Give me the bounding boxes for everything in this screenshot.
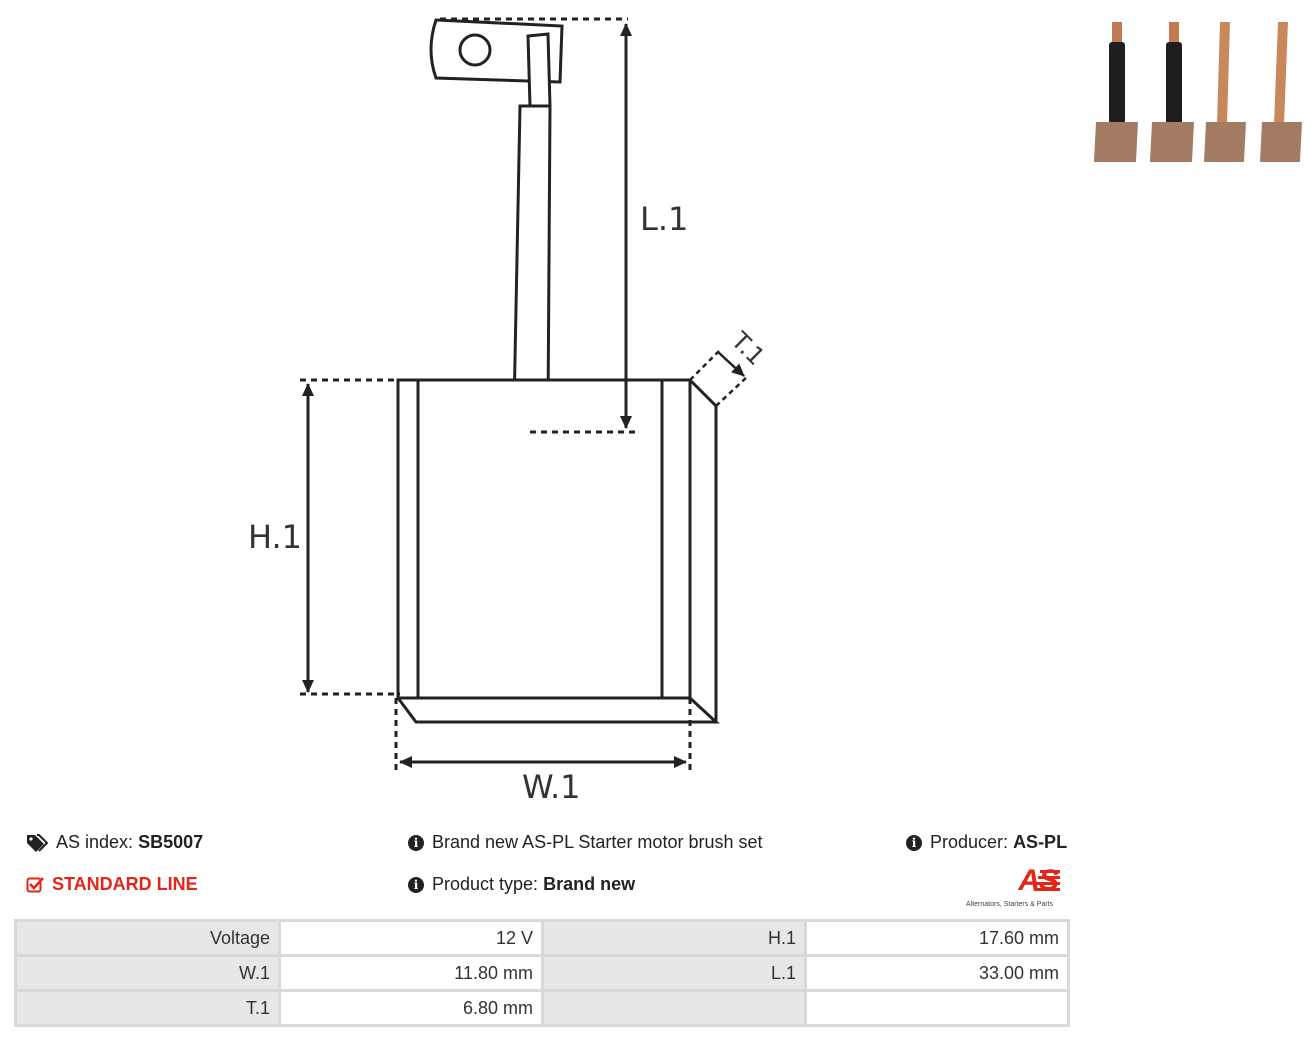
brush-2 [1150, 22, 1194, 162]
type-value: Brand new [543, 874, 636, 894]
spec-value [804, 989, 1070, 1027]
tags-icon [27, 833, 48, 852]
brush-3 [1204, 22, 1246, 162]
logo-mark: AS [1018, 864, 1059, 897]
spec-key: H.1 [541, 919, 807, 957]
check-square-icon [26, 876, 44, 892]
brush-dimension-drawing: L.1 H.1 W.1 T.1 [248, 17, 770, 806]
spec-key: L.1 [541, 954, 807, 992]
spec-key: T.1 [14, 989, 281, 1027]
as-index: AS index: SB5007 [26, 832, 203, 853]
product-description: i Brand new AS-PL Starter motor brush se… [408, 832, 763, 853]
table-row: Voltage 12 V H.1 17.60 mm [14, 919, 1070, 957]
spec-key: Voltage [14, 919, 281, 957]
spec-key [541, 989, 807, 1027]
spec-value: 33.00 mm [804, 954, 1070, 992]
spec-value: 12 V [278, 919, 544, 957]
table-row: W.1 11.80 mm L.1 33.00 mm [14, 954, 1070, 992]
description-text: Brand new AS-PL Starter motor brush set [432, 832, 763, 852]
as-pl-logo: AS Alternators, Starters & Parts [962, 864, 1070, 908]
dimension-h1 [300, 378, 436, 696]
logo-tagline: Alternators, Starters & Parts [966, 901, 1054, 908]
spec-value: 6.80 mm [278, 989, 544, 1027]
type-label: Product type: [432, 874, 539, 894]
standard-line-text: STANDARD LINE [52, 874, 198, 894]
dimension-t1 [689, 349, 749, 407]
info-circle-icon: i [906, 834, 922, 851]
label-h1: H.1 [248, 518, 302, 556]
spec-value: 11.80 mm [278, 954, 544, 992]
brush-block [396, 378, 720, 724]
product-line: STANDARD LINE [26, 874, 198, 895]
label-l1: L.1 [640, 200, 688, 238]
spec-table: Voltage 12 V H.1 17.60 mm W.1 11.80 mm L… [14, 919, 1070, 1027]
label-w1: W.1 [522, 768, 581, 806]
logo-stripes [1034, 870, 1060, 891]
brush-4 [1260, 22, 1302, 162]
info-circle-icon: i [408, 876, 424, 893]
as-index-label: AS index: [56, 832, 134, 852]
brush-1 [1094, 22, 1138, 162]
as-index-value: SB5007 [138, 832, 204, 852]
producer: i Producer: AS-PL [906, 832, 1067, 853]
table-row: T.1 6.80 mm [14, 989, 1070, 1027]
terminal-lug [429, 18, 564, 108]
producer-value: AS-PL [1013, 832, 1068, 852]
spec-value: 17.60 mm [804, 919, 1070, 957]
info-circle-icon: i [408, 834, 424, 851]
dimension-w1 [394, 698, 692, 772]
dimension-l1 [440, 17, 636, 434]
spec-key: W.1 [14, 954, 281, 992]
product-type: i Product type: Brand new [408, 874, 635, 895]
producer-label: Producer: [930, 832, 1009, 852]
product-photo[interactable] [1092, 18, 1304, 166]
